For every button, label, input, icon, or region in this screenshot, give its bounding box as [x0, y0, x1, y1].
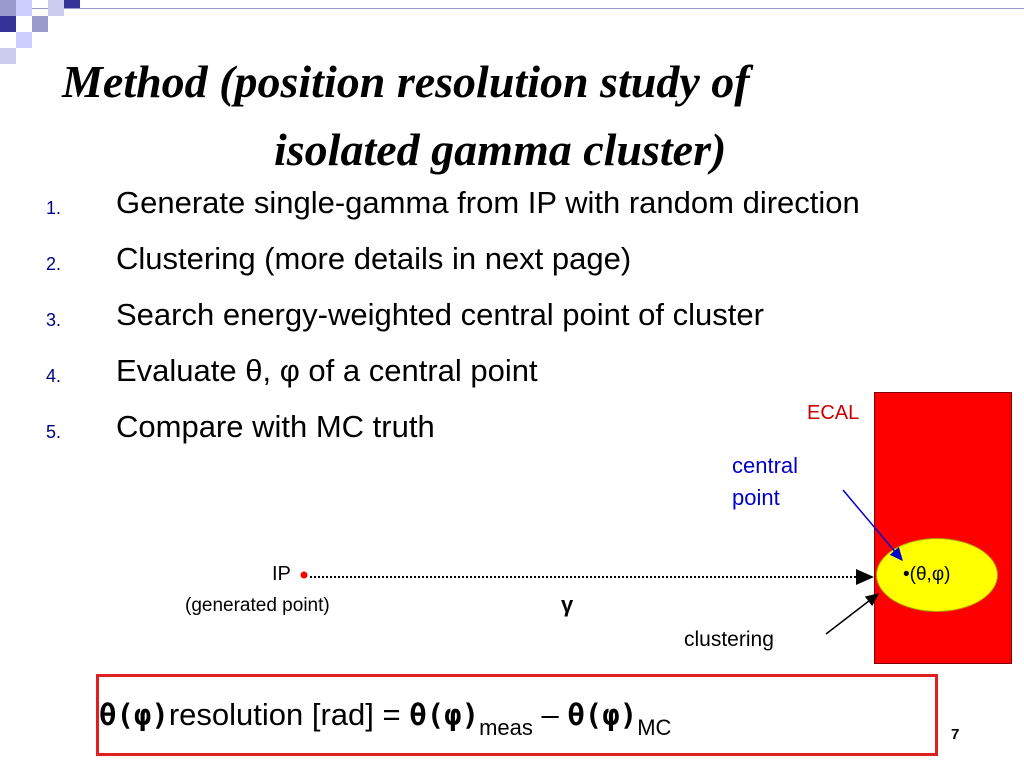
deco-square: [0, 48, 16, 64]
list-item: 4. Evaluate θ, φ of a central point: [40, 350, 960, 392]
list-number: 3.: [46, 310, 62, 330]
list-number: 2.: [46, 254, 62, 274]
list-text: Evaluate θ, φ of a central point: [116, 353, 538, 388]
list-number: 5.: [46, 422, 62, 442]
formula-minus: –: [532, 697, 568, 732]
resolution-formula: θ(φ)resolution [rad] = θ(φ)meas – θ(φ)MC: [99, 697, 935, 740]
deco-square: [0, 16, 16, 32]
ip-label: IP: [272, 563, 291, 585]
clustering-arrow: [825, 593, 880, 635]
deco-square: [16, 32, 32, 48]
central-line-2: point: [732, 485, 780, 510]
formula-term1: θ(φ): [409, 698, 480, 732]
list-number: 4.: [46, 366, 62, 386]
page-number: 7: [951, 726, 960, 743]
central-point-arrow: [842, 489, 903, 562]
generated-point-label: (generated point): [185, 595, 330, 616]
deco-square: [48, 0, 64, 16]
slide-title: Method (position resolution study of iso…: [62, 48, 962, 184]
deco-square: [32, 16, 48, 32]
list-item: 1. Generate single-gamma from IP with ran…: [40, 182, 960, 224]
list-text: Clustering (more details in next page): [116, 241, 632, 276]
ecal-label: ECAL: [807, 402, 860, 424]
title-line-2: isolated gamma cluster): [274, 124, 727, 175]
formula-sub2: MC: [637, 715, 672, 740]
resolution-formula-box: θ(φ)resolution [rad] = θ(φ)meas – θ(φ)MC: [96, 674, 938, 756]
clustering-label: clustering: [684, 628, 774, 651]
formula-text: resolution [rad] =: [168, 697, 410, 732]
deco-square: [16, 0, 32, 16]
cluster-point-label: •(θ,φ): [903, 564, 951, 585]
list-number: 1.: [46, 198, 62, 218]
list-item: 3. Search energy-weighted central point o…: [40, 294, 960, 336]
top-rule: [0, 8, 1024, 9]
title-line-1: Method (position resolution study of: [62, 56, 750, 107]
steps-list: 1. Generate single-gamma from IP with ran…: [40, 182, 960, 462]
ip-point: [300, 571, 308, 579]
list-text: Compare with MC truth: [116, 409, 435, 444]
gamma-label: γ: [561, 592, 574, 617]
deco-square: [0, 0, 16, 16]
deco-square: [64, 0, 80, 8]
formula-term2: θ(φ): [567, 698, 638, 732]
list-text: Search energy-weighted central point of …: [116, 297, 764, 332]
list-item: 5. Compare with MC truth: [40, 406, 960, 448]
formula-lhs: θ(φ): [99, 698, 169, 732]
central-point-label: central point: [732, 450, 798, 514]
central-line-1: central: [732, 453, 799, 478]
list-text: Generate single-gamma from IP with rando…: [116, 185, 860, 220]
formula-sub1: meas: [479, 715, 533, 740]
list-item: 2. Clustering (more details in next page): [40, 238, 960, 280]
